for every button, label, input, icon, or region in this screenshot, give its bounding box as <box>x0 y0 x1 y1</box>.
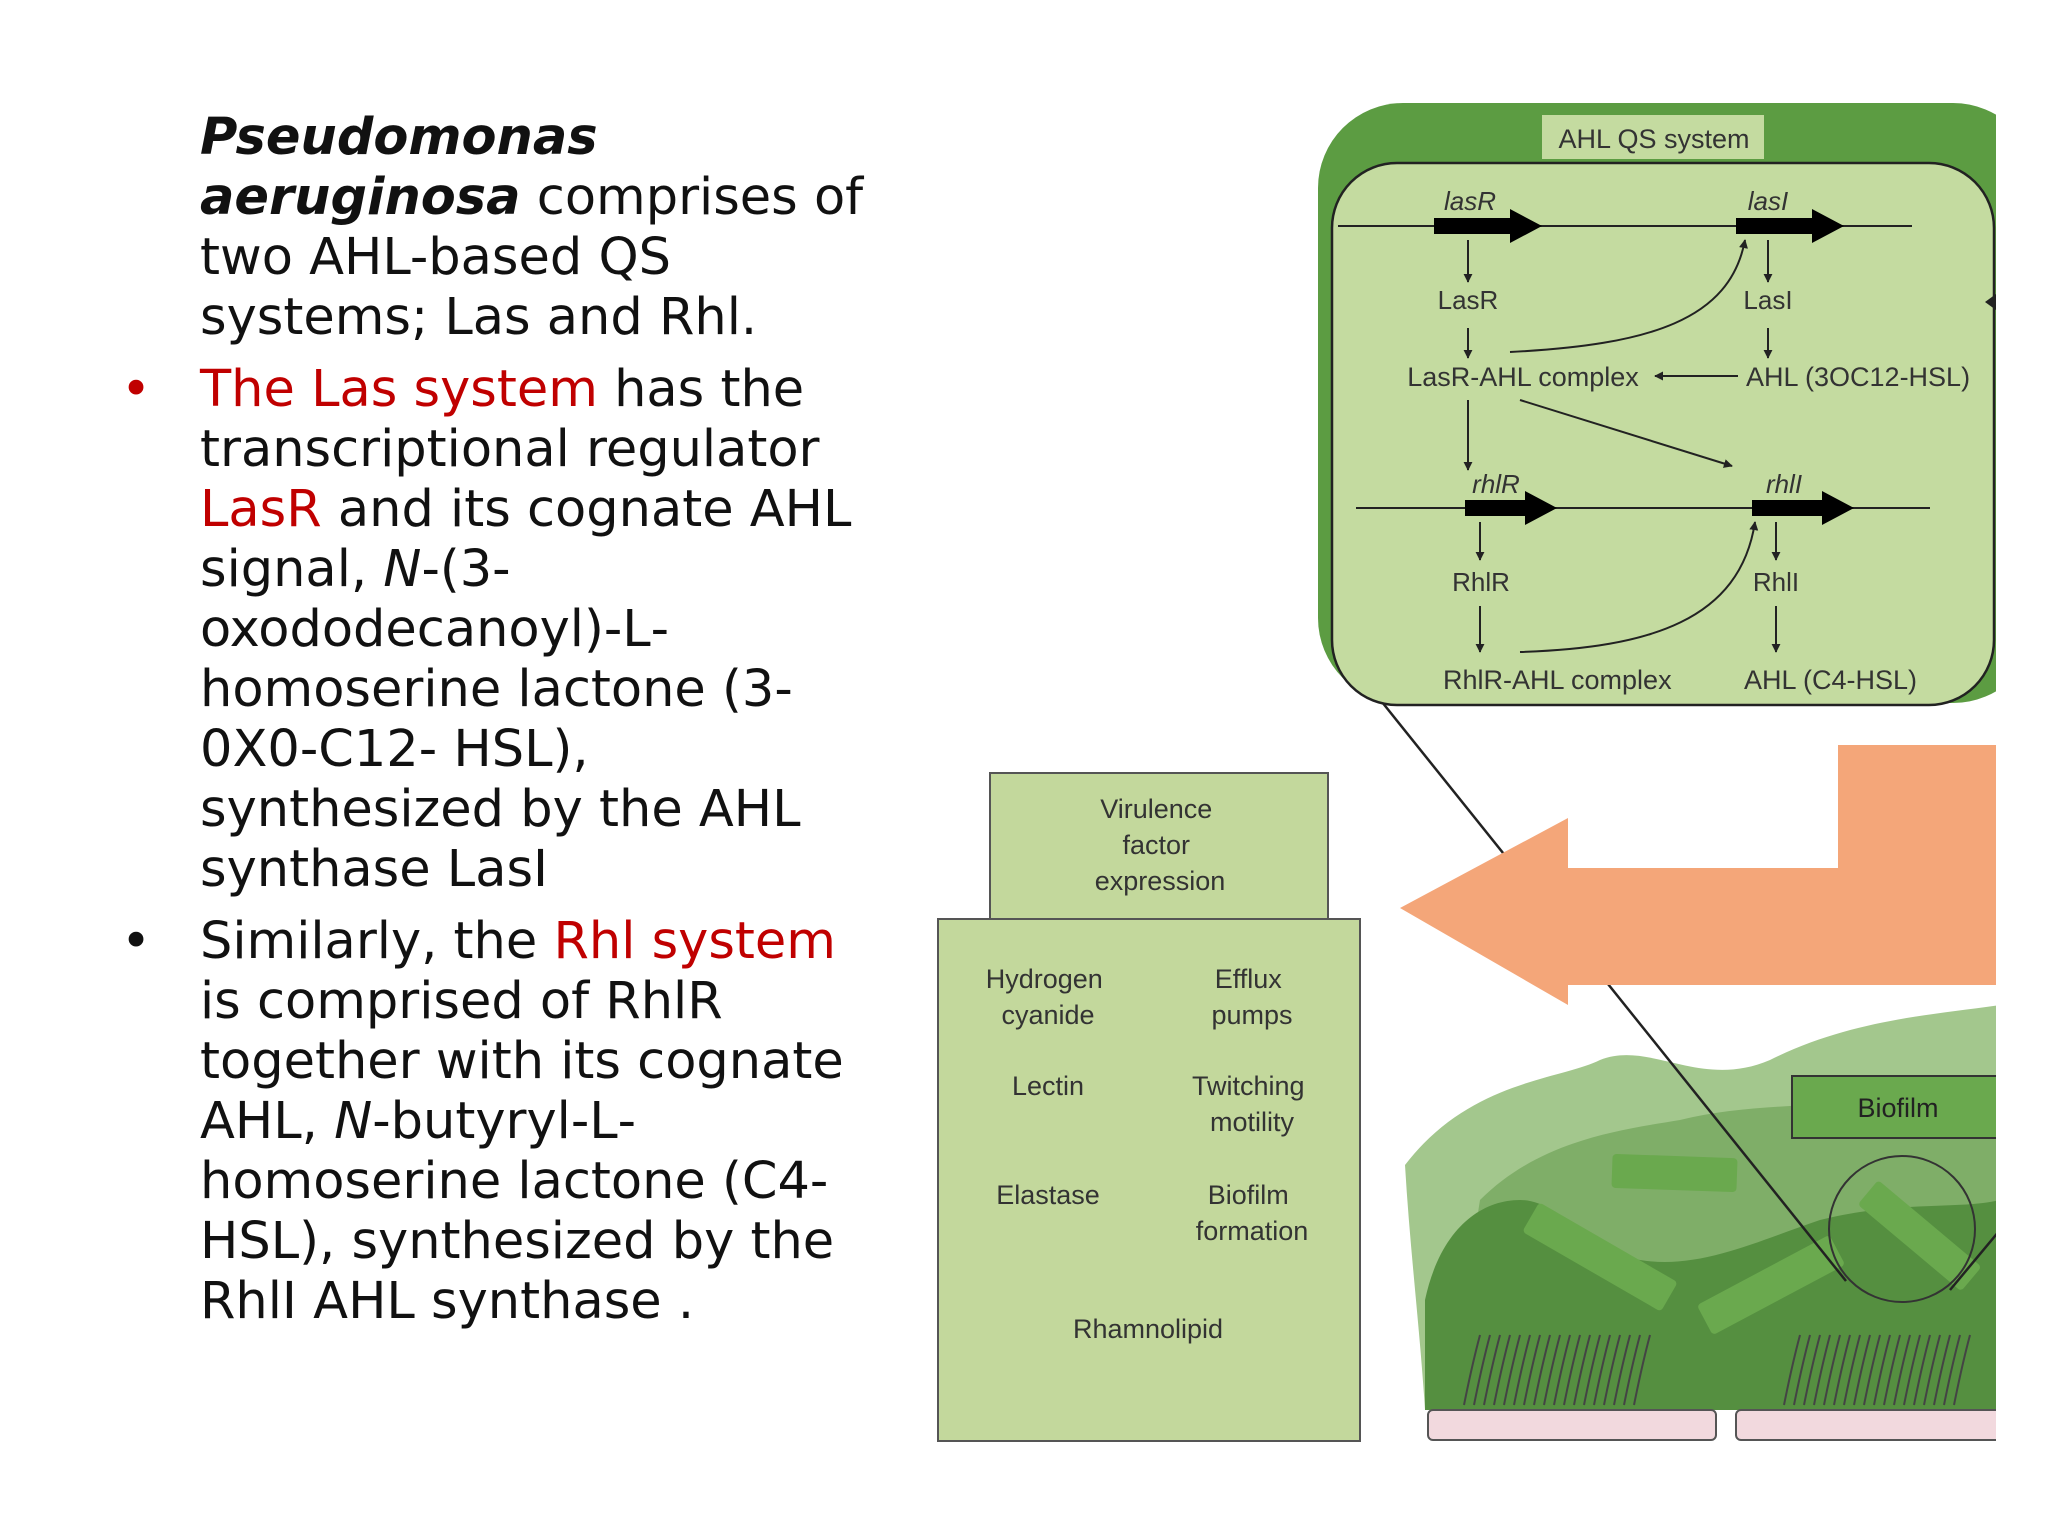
lasi-gene-arrow <box>1736 209 1844 243</box>
output-arrow <box>1400 818 1996 1005</box>
qs-system-title: AHL QS system <box>1558 124 1749 154</box>
rhl-text-d: -homoserine lactone (C4-HSL), synthesize… <box>200 1092 835 1331</box>
image-right-edge <box>1996 0 2048 1536</box>
rhl-bullet: Similarly, the Rhl system is comprised o… <box>121 912 880 1332</box>
biofilm-label-box <box>1791 1075 2003 1139</box>
rhli-protein-label: RhlI <box>1753 567 1799 597</box>
rhl-n-italic: N <box>334 1092 373 1151</box>
lasr-ahl-complex-label: LasR-AHL complex <box>1407 362 1639 392</box>
rhl-system-highlight: Rhl system <box>553 912 836 971</box>
lasi-protein-label: LasI <box>1743 285 1792 315</box>
lasr-highlight: LasR <box>200 480 322 539</box>
rhl-text-a: Similarly, the <box>200 912 554 971</box>
lasr-protein-label: LasR <box>1438 285 1499 315</box>
substrate-pad-right <box>1735 1409 1996 1441</box>
lasi-gene-label: lasI <box>1748 186 1788 216</box>
rhl-pathway-arrows <box>1475 521 1781 653</box>
elastase-label: Elastase <box>996 1180 1100 1210</box>
virulence-title-box <box>989 772 1329 920</box>
rhamnolipid-label: Rhamnolipid <box>1073 1314 1223 1344</box>
las-text-b: and its cognate AHL signal, <box>200 480 852 599</box>
zoom-line-right <box>1949 1232 1996 1291</box>
lectin-label: Lectin <box>1012 1071 1084 1101</box>
rhlr-ahl-complex-label: RhlR-AHL complex <box>1443 665 1672 695</box>
species-name: Pseudomonas aeruginosa <box>200 108 598 227</box>
las-system-highlight: The Las system <box>200 360 598 419</box>
las-l-smallcaps: L <box>622 600 651 659</box>
panel-side-notch <box>1985 294 1996 310</box>
rhl-text-c: -butyryl- <box>372 1092 590 1151</box>
intro-text: comprises of two AHL-based QS systems; L… <box>200 168 864 347</box>
ahl-c4-hsl-label: AHL (C4-HSL) <box>1744 665 1917 695</box>
pili <box>1463 1334 1971 1406</box>
rhlr-gene-arrow <box>1465 491 1557 525</box>
rhli-gene-label: rhlI <box>1766 469 1802 499</box>
zoom-line <box>1377 696 1847 1282</box>
zoom-circle <box>1828 1155 1976 1303</box>
las-text-a: has the transcriptional regulator <box>200 360 820 479</box>
efflux-pumps-label: Efflux pumps <box>1211 964 1292 1030</box>
las-pathway-arrows <box>1463 239 1773 471</box>
biofilm-formation-label: Biofilm formation <box>1196 1180 1309 1246</box>
rhlr-gene-label: rhlR <box>1472 469 1520 499</box>
lasr-gene-arrow <box>1434 209 1542 243</box>
qs-title-box <box>1542 115 1764 159</box>
substrate-pad <box>1427 1409 1717 1441</box>
las-bullet: The Las system has the transcriptional r… <box>121 360 880 900</box>
las-text-d: -homoserine lactone (3-0X0-C12- HSL), sy… <box>200 600 801 899</box>
rhli-gene-arrow <box>1752 491 1854 525</box>
rhlr-protein-label: RhlR <box>1452 567 1510 597</box>
ahl-3oc12-hsl-label: AHL (3OC12-HSL) <box>1746 362 1970 392</box>
slide-text-column: Pseudomonas aeruginosa comprises of two … <box>121 108 880 1332</box>
virulence-title: Virulence factor expression <box>1095 794 1226 896</box>
las-text-c: -(3-oxododecanoyl)- <box>200 540 623 659</box>
las-n-italic: N <box>383 540 422 599</box>
qs-panel-inner <box>1330 161 1996 707</box>
twitching-motility-label: Twitching motility <box>1192 1071 1312 1137</box>
rhl-text-b: is comprised of RhlR together with its c… <box>200 972 844 1151</box>
bacteria-cells <box>1523 1153 1980 1334</box>
biofilm-label: Biofilm <box>1857 1093 1938 1123</box>
virulence-factors-box <box>937 918 1361 1442</box>
rhl-l-smallcaps: L <box>589 1092 618 1151</box>
hydrogen-cyanide-label: Hydrogen cyanide <box>986 964 1111 1030</box>
lasr-gene-label: lasR <box>1444 186 1496 216</box>
intro-paragraph: Pseudomonas aeruginosa comprises of two … <box>200 108 880 348</box>
